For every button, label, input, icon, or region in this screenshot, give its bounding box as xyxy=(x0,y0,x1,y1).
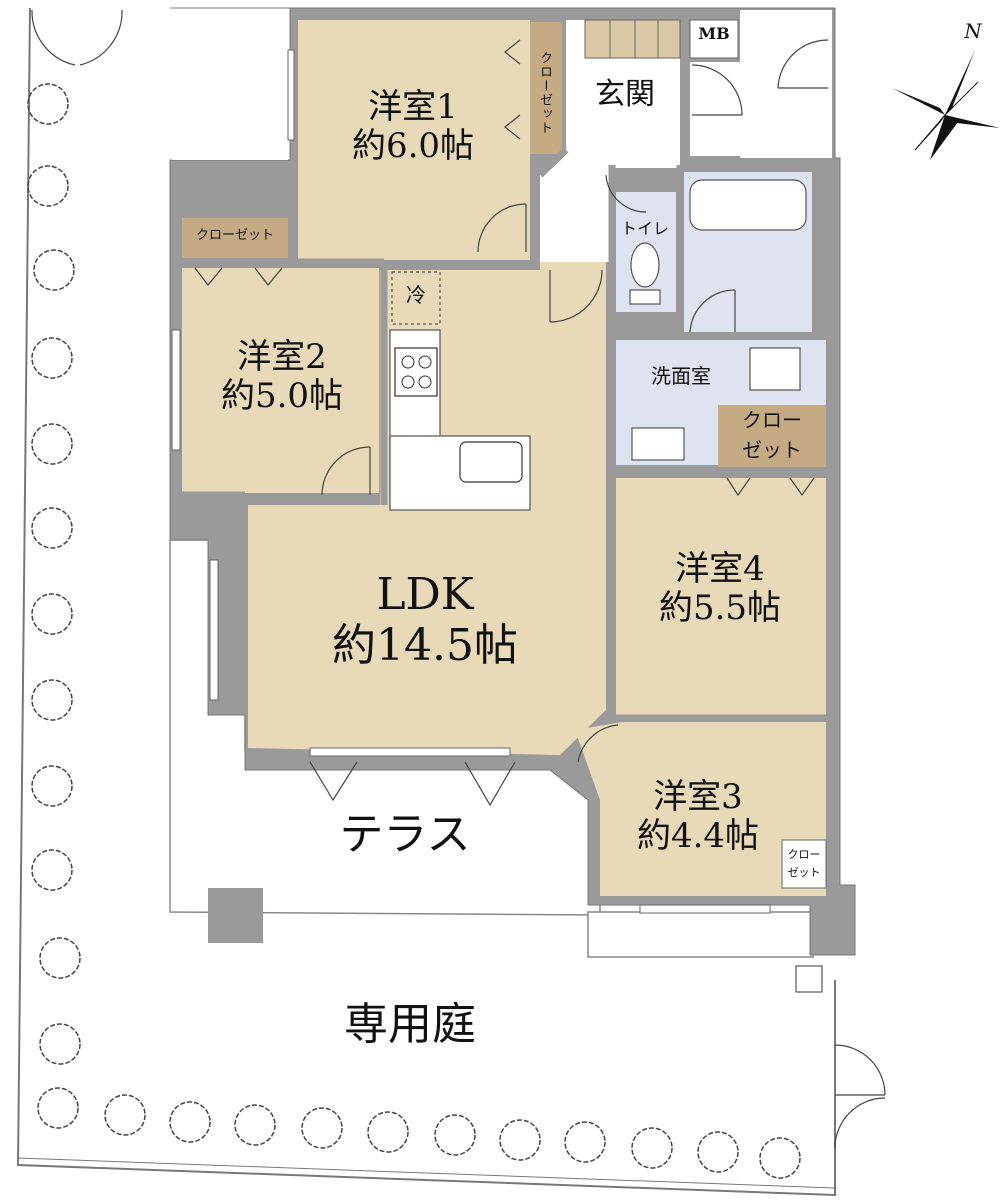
room-western1-floor xyxy=(298,20,530,260)
entrance-label: 玄関 xyxy=(595,77,655,112)
wash-basin xyxy=(631,427,685,461)
entry-door-area xyxy=(690,62,740,156)
garden-label: 専用庭 xyxy=(344,999,476,1050)
entrance-step xyxy=(584,19,681,59)
kitchen-sink xyxy=(459,441,523,483)
terrace-label: テラス xyxy=(339,809,471,860)
closet-washroom xyxy=(718,405,826,467)
north-label: N xyxy=(964,19,982,43)
compass-icon xyxy=(892,50,1000,160)
toilet-bowl xyxy=(630,242,660,288)
stove xyxy=(394,347,438,397)
toilet-label: トイレ xyxy=(620,219,669,238)
washroom-label: 洗面室 xyxy=(651,364,711,388)
door-swings xyxy=(31,9,886,1149)
closet-western3 xyxy=(781,839,827,889)
interior-walls xyxy=(178,15,830,722)
closet-western1-label: クローゼット xyxy=(536,51,552,135)
closet-washroom-label: クローゼット xyxy=(742,408,802,462)
fridge-label: 冷 xyxy=(406,283,426,307)
mb-label: MB xyxy=(698,24,730,43)
closet-western2 xyxy=(182,218,288,258)
room-western4-floor xyxy=(616,478,826,716)
closet-western1 xyxy=(530,22,562,154)
outdoor-unit-area xyxy=(587,911,814,958)
garden-boundary xyxy=(16,7,836,1197)
entry-porch xyxy=(740,10,832,158)
tree-row xyxy=(27,83,801,1179)
garden-boundary-inner xyxy=(17,1157,836,1189)
terrace-pillar xyxy=(208,888,263,943)
mb-box xyxy=(689,19,739,59)
bathtub xyxy=(689,179,807,231)
upper-balcony xyxy=(172,10,288,160)
closet-western3-label: クローゼット xyxy=(787,848,821,879)
entrance-hall-floor xyxy=(540,20,680,262)
room-western3-floor xyxy=(575,722,826,896)
washer-pan xyxy=(749,347,801,391)
fridge-space xyxy=(391,271,441,325)
room-western2-floor xyxy=(182,268,379,493)
closet-western2-label: クローゼット xyxy=(195,228,274,243)
